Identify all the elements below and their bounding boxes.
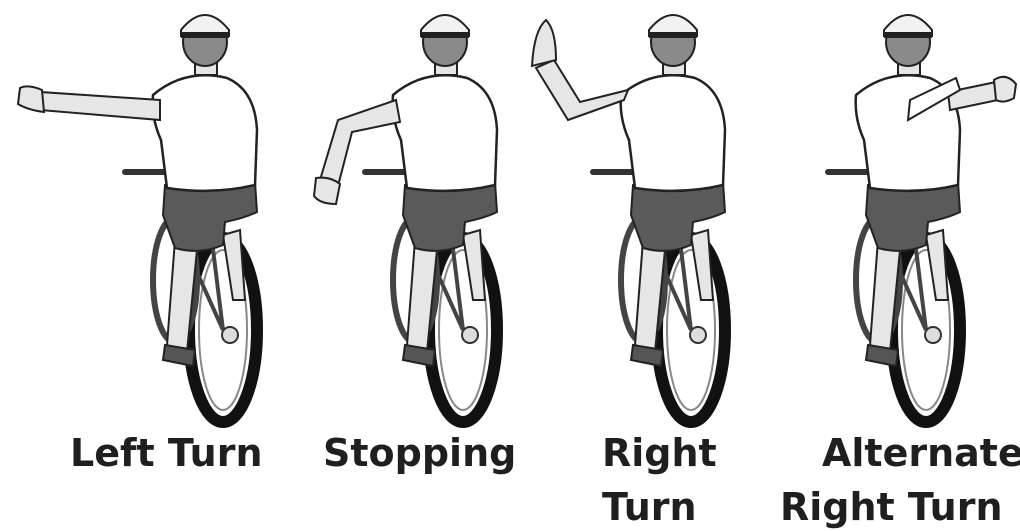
cyclist-alternate-right-turn-figure [768,0,1020,425]
cyclist-alternate-right-turn-signal-icon [768,0,1020,425]
cyclist-left-turn-figure [10,0,240,425]
caption-left-turn: Left Turn [70,430,263,476]
caption-stopping: Stopping [323,430,516,476]
cyclist-right-turn-signal-icon [528,0,738,425]
caption-alternate-line1: Alternate [822,430,1020,476]
caption-right-turn-line2: Turn [602,484,697,530]
caption-alternate-line2: Right Turn [780,484,1003,530]
caption-right-turn-line1: Right [602,430,717,476]
cyclist-right-turn-figure [528,0,738,425]
cyclist-left-turn-signal-icon [10,0,240,425]
stray-dot [488,206,491,208]
cyclist-stopping-signal-icon [300,0,520,425]
cyclist-stopping-figure [300,0,520,425]
